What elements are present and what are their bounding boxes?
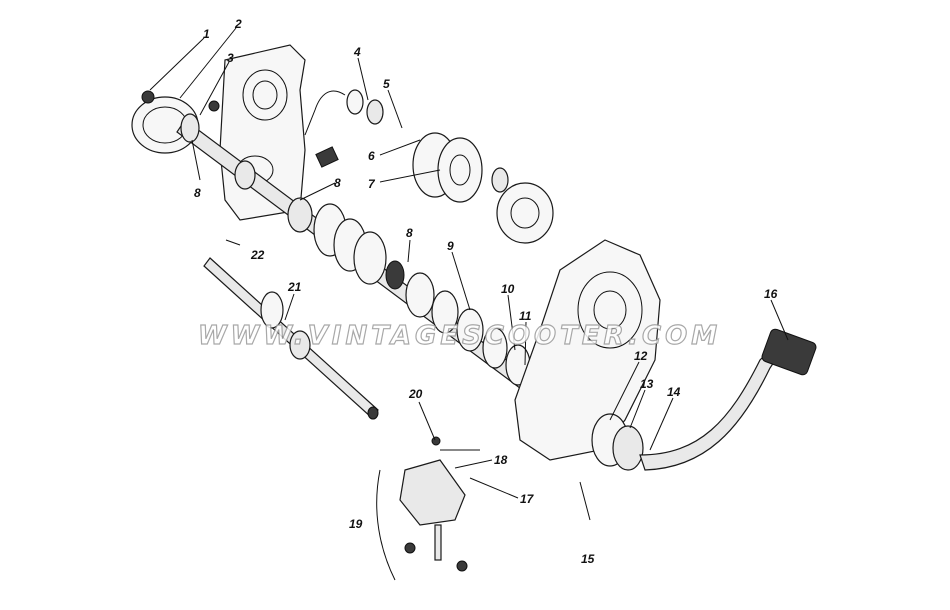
callout-1: 1 bbox=[203, 27, 210, 41]
callout-13: 13 bbox=[640, 377, 654, 391]
callout-11: 11 bbox=[519, 309, 532, 323]
callout-18: 18 bbox=[494, 453, 508, 467]
callout-20: 20 bbox=[408, 387, 423, 401]
callout-8a: 8 bbox=[194, 186, 201, 200]
callout-labels: 1 2 3 4 5 6 7 8 8 8 9 10 11 12 13 14 15 … bbox=[194, 17, 778, 566]
callout-7: 7 bbox=[368, 177, 376, 191]
selector-assembly bbox=[376, 436, 591, 581]
callout-2: 2 bbox=[234, 17, 242, 31]
callout-16: 16 bbox=[764, 287, 778, 301]
watermark-text: WWW.VINTAGESCOOTER.COM bbox=[198, 321, 721, 351]
callout-19: 19 bbox=[349, 517, 363, 531]
callout-6: 6 bbox=[368, 149, 375, 163]
callout-12: 12 bbox=[634, 349, 648, 363]
callout-22: 22 bbox=[250, 248, 265, 262]
callout-14: 14 bbox=[667, 385, 681, 399]
leader-lines bbox=[149, 27, 789, 499]
kickstart-shaft bbox=[203, 257, 379, 420]
callout-21: 21 bbox=[287, 280, 302, 294]
callout-10: 10 bbox=[501, 282, 515, 296]
callout-5: 5 bbox=[383, 77, 390, 91]
callout-3: 3 bbox=[227, 51, 234, 65]
upper-gear-cluster bbox=[304, 89, 554, 244]
right-casing bbox=[514, 239, 661, 471]
left-housing bbox=[131, 44, 339, 221]
callout-8c: 8 bbox=[406, 226, 413, 240]
callout-9: 9 bbox=[447, 239, 454, 253]
kick-pedal bbox=[639, 328, 817, 471]
callout-17: 17 bbox=[520, 492, 535, 506]
callout-8b: 8 bbox=[334, 176, 341, 190]
callout-15: 15 bbox=[581, 552, 595, 566]
callout-4: 4 bbox=[353, 45, 361, 59]
